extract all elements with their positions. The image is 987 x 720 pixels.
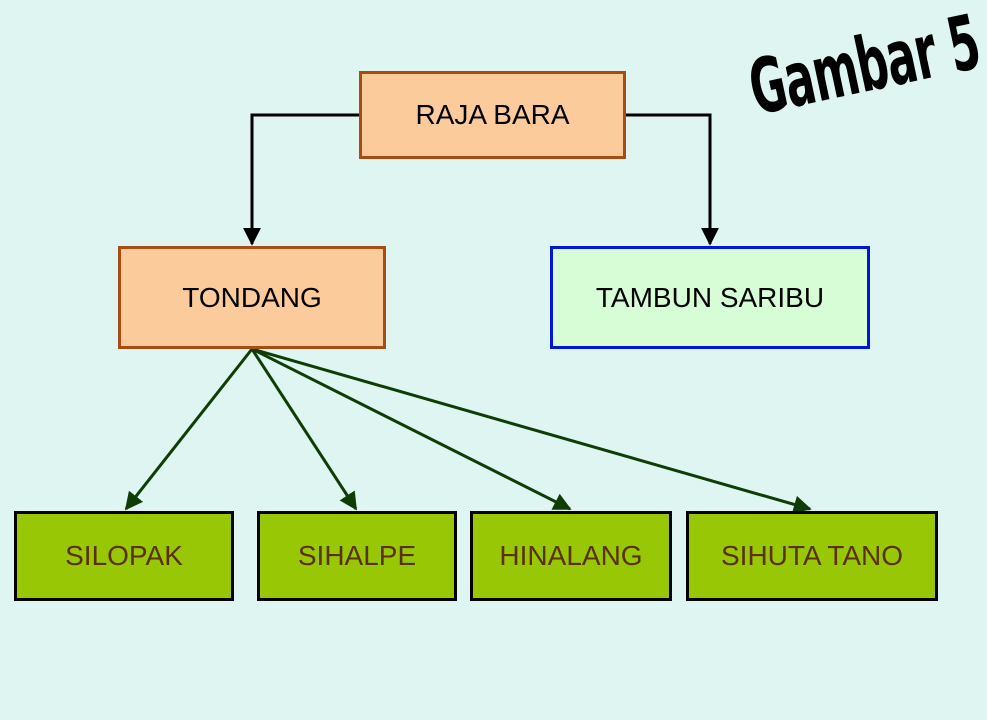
node-silopak: SILOPAK xyxy=(14,511,234,601)
node-sihalpe: SIHALPE xyxy=(257,511,457,601)
node-label: TONDANG xyxy=(182,281,322,313)
connector-tondang-to-hinalang xyxy=(251,347,572,511)
node-label: RAJA BARA xyxy=(415,99,570,130)
node-sihuta-tano: SIHUTA TANO xyxy=(686,511,938,601)
connector-raja-bara-to-tambun-saribu xyxy=(626,113,719,246)
node-label: SIHUTA TANO xyxy=(720,540,904,571)
connector-tondang-to-silopak xyxy=(124,348,254,511)
node-label: SIHALPE xyxy=(297,540,417,571)
diagram-connectors xyxy=(124,113,812,514)
node-tambun-saribu: TAMBUN SARIBU xyxy=(550,246,870,349)
connector-tondang-to-sihalpe xyxy=(250,348,358,511)
node-hinalang: HINALANG xyxy=(470,511,672,601)
node-label: HINALANG xyxy=(499,540,643,571)
node-tondang: TONDANG xyxy=(118,246,386,349)
connector-raja-bara-to-tondang xyxy=(243,113,359,246)
connector-tondang-to-sihuta-tano xyxy=(251,347,812,514)
node-raja-bara: RAJA BARA xyxy=(359,71,626,159)
node-label: TAMBUN SARIBU xyxy=(595,281,825,313)
node-label: SILOPAK xyxy=(65,540,183,571)
